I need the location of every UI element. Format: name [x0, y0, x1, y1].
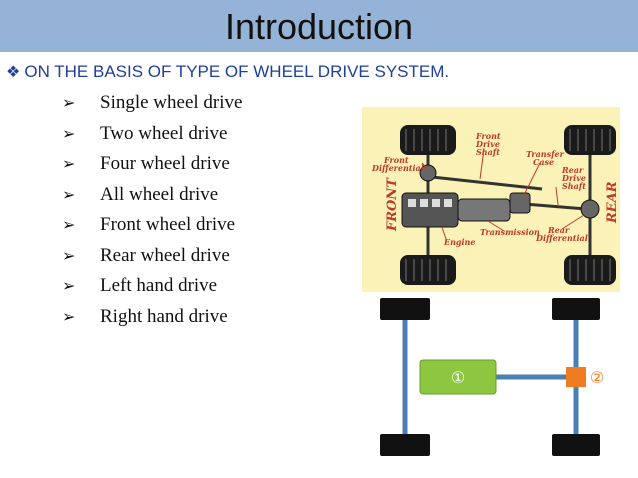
list-item-label: Rear wheel drive — [100, 244, 230, 266]
label-rear-differential-1: Rear — [547, 225, 570, 235]
label-engine: Engine — [443, 237, 475, 247]
list-item: ➢ Front wheel drive — [62, 210, 242, 241]
front-differential-block — [419, 164, 437, 182]
slide-title: Introduction — [224, 6, 414, 47]
label-transfer-case-1: Transfer — [526, 149, 565, 159]
engine-box — [419, 359, 497, 395]
gearbox-marker: ② — [590, 368, 604, 387]
front-drive-shaft — [431, 175, 543, 191]
rear-differential-block — [580, 199, 600, 219]
drivetrain-illustration: Front Drive Shaft Front Differential Tra… — [371, 125, 620, 285]
arrow-bullet-icon: ➢ — [62, 278, 76, 296]
label-front-differential-1: Front — [383, 155, 409, 165]
label-front-drive-shaft-3: Shaft — [476, 147, 500, 157]
label-front-drive-shaft-2: Drive — [475, 139, 500, 149]
label-rear-drive-shaft-1: Rear — [561, 165, 584, 175]
list-item: ➢ All wheel drive — [62, 180, 242, 211]
arrow-bullet-icon: ➢ — [62, 95, 76, 113]
label-rear-differential-2: Differential — [535, 233, 588, 243]
arrow-bullet-icon: ➢ — [62, 156, 76, 174]
label-rear-drive-shaft-3: Shaft — [562, 181, 586, 191]
list-item-label: All wheel drive — [100, 183, 219, 205]
label-front-drive-shaft-1: Front — [475, 131, 501, 141]
arrow-bullet-icon: ➢ — [62, 308, 76, 326]
title-bar — [0, 0, 638, 52]
list-item-label: Two wheel drive — [100, 122, 228, 144]
arrow-bullet-icon: ➢ — [62, 247, 76, 265]
transfer-case-block — [509, 192, 531, 214]
label-front-differential-2: Differential — [371, 163, 424, 173]
list-item-label: Single wheel drive — [100, 92, 243, 114]
transmission-block — [457, 198, 511, 222]
drivetrain-diagram: Front Drive Shaft Front Differential Tra… — [362, 107, 620, 292]
diamond-bullet-icon: ❖ — [6, 64, 21, 81]
subtitle-text: ON THE BASIS OF TYPE OF WHEEL DRIVE SYST… — [24, 62, 450, 81]
label-transmission: Transmission — [480, 227, 540, 237]
list-item: ➢ Single wheel drive — [62, 88, 242, 119]
label-transfer-case-2: Case — [533, 157, 554, 167]
list-item-label: Four wheel drive — [100, 153, 230, 175]
label-rear-drive-shaft-2: Drive — [561, 173, 586, 183]
label-front: FRONT — [385, 177, 400, 232]
list-item-label: Left hand drive — [100, 275, 218, 297]
rear-left-tire — [564, 125, 616, 155]
rear-right-tire — [564, 255, 616, 285]
list-item: ➢ Left hand drive — [62, 271, 242, 302]
list-item: ➢ Four wheel drive — [62, 149, 242, 180]
arrow-bullet-icon: ➢ — [62, 125, 76, 143]
list-item: ➢ Right hand drive — [62, 302, 242, 333]
rear-right-wheel — [552, 434, 600, 456]
list-item-label: Front wheel drive — [100, 214, 236, 236]
front-left-tire — [400, 125, 456, 155]
list-item: ➢ Two wheel drive — [62, 119, 242, 150]
schematic-illustration: ① ② — [380, 298, 604, 456]
engine-block — [401, 192, 459, 228]
label-rear: REAR — [605, 181, 620, 224]
arrow-bullet-icon: ➢ — [62, 217, 76, 235]
gearbox-box — [566, 367, 586, 387]
front-left-wheel — [380, 298, 430, 320]
subtitle: ❖ON THE BASIS OF TYPE OF WHEEL DRIVE SYS… — [6, 62, 449, 82]
drive-type-list: ➢ Single wheel drive ➢ Two wheel drive ➢ Fo… — [62, 88, 242, 332]
list-item-label: Right hand drive — [100, 305, 228, 327]
front-right-wheel — [380, 434, 430, 456]
arrow-bullet-icon: ➢ — [62, 186, 76, 204]
simple-drivetrain-diagram: ① ② — [372, 292, 612, 464]
rear-left-wheel — [552, 298, 600, 320]
front-right-tire — [400, 255, 456, 285]
list-item: ➢ Rear wheel drive — [62, 241, 242, 272]
engine-marker: ① — [451, 368, 465, 387]
